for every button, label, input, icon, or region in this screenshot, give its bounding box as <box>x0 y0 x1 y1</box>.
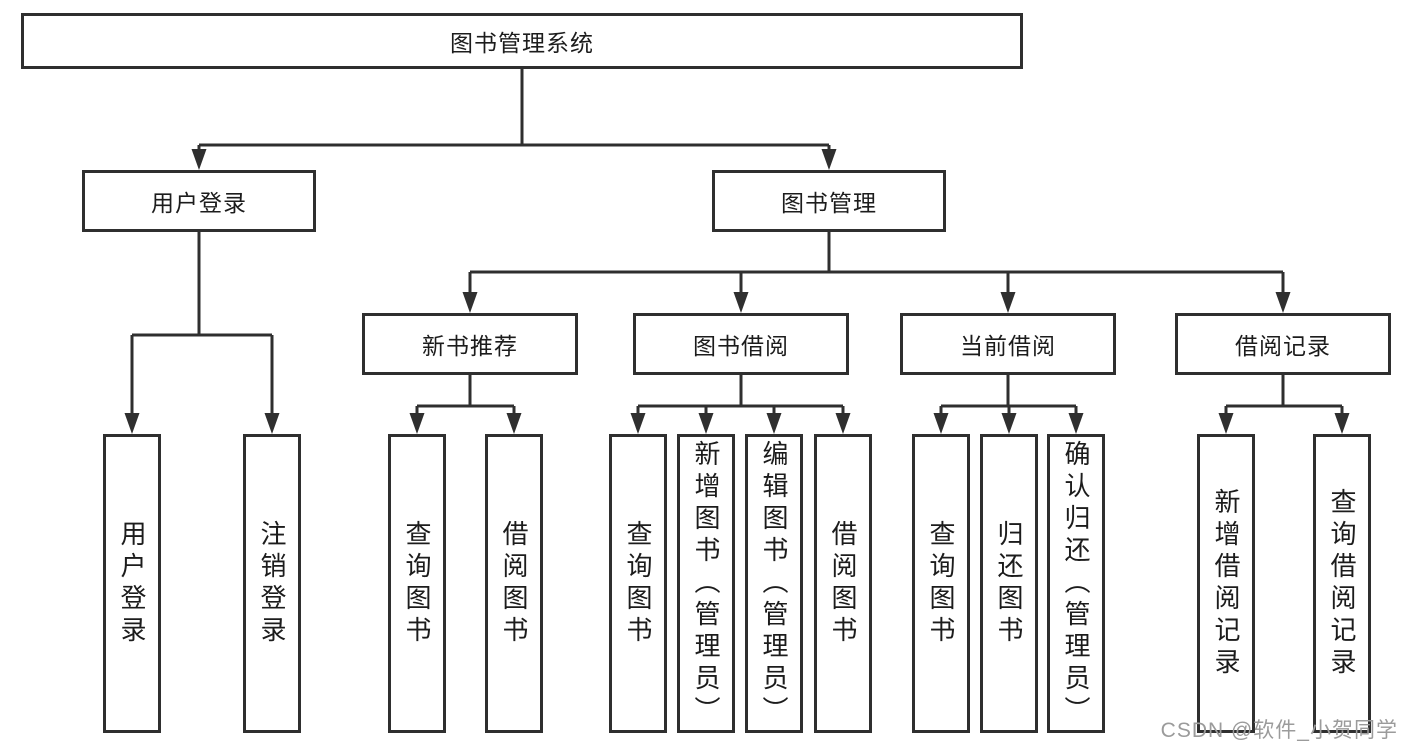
node-label: 查询图书 <box>926 519 956 648</box>
node-label: 确认归还（管理员） <box>1061 439 1091 728</box>
watermark: CSDN @软件_小贺同学 <box>1160 719 1398 742</box>
leaf-borrow-books-borrowing: 借阅图书 <box>814 434 872 733</box>
node-label: 借阅记录 <box>1235 333 1331 359</box>
leaf-return-book: 归还图书 <box>980 434 1038 733</box>
node-label: 归还图书 <box>994 519 1024 648</box>
node-label: 用户登录 <box>151 190 247 216</box>
node-label: 新增借阅记录 <box>1211 487 1241 680</box>
node-borrowing-records: 借阅记录 <box>1175 313 1391 375</box>
node-label: 图书管理 <box>781 190 877 216</box>
node-library-system: 图书管理系统 <box>21 13 1023 69</box>
leaf-query-books-current: 查询图书 <box>912 434 970 733</box>
leaf-query-borrow-record: 查询借阅记录 <box>1313 434 1371 733</box>
leaf-edit-book-admin: 编辑图书（管理员） <box>745 434 803 733</box>
leaf-confirm-return-admin: 确认归还（管理员） <box>1047 434 1105 733</box>
leaf-query-books-recommend: 查询图书 <box>388 434 446 733</box>
node-current-borrowing: 当前借阅 <box>900 313 1116 375</box>
node-label: 借阅图书 <box>499 519 529 648</box>
leaf-add-borrow-record: 新增借阅记录 <box>1197 434 1255 733</box>
node-label: 注销登录 <box>257 519 287 648</box>
node-label: 查询图书 <box>402 519 432 648</box>
leaf-add-book-admin: 新增图书（管理员） <box>677 434 735 733</box>
node-label: 查询借阅记录 <box>1327 487 1357 680</box>
leaf-logout: 注销登录 <box>243 434 301 733</box>
leaf-query-books-borrowing: 查询图书 <box>609 434 667 733</box>
node-user-login: 用户登录 <box>82 170 316 232</box>
node-label: 编辑图书（管理员） <box>759 439 789 728</box>
node-book-management: 图书管理 <box>712 170 946 232</box>
node-label: 借阅图书 <box>828 519 858 648</box>
node-label: 新增图书（管理员） <box>691 439 721 728</box>
node-new-book-recommend: 新书推荐 <box>362 313 578 375</box>
node-label: 图书管理系统 <box>450 30 594 56</box>
node-book-borrowing: 图书借阅 <box>633 313 849 375</box>
node-label: 图书借阅 <box>693 333 789 359</box>
leaf-user-login: 用户登录 <box>103 434 161 733</box>
node-label: 新书推荐 <box>422 333 518 359</box>
leaf-borrow-books-recommend: 借阅图书 <box>485 434 543 733</box>
node-label: 查询图书 <box>623 519 653 648</box>
node-label: 当前借阅 <box>960 333 1056 359</box>
node-label: 用户登录 <box>117 519 147 648</box>
